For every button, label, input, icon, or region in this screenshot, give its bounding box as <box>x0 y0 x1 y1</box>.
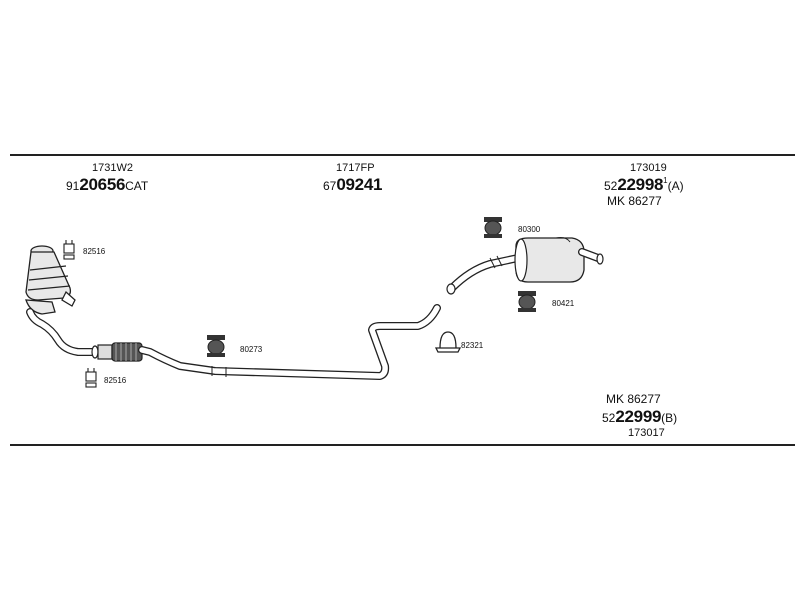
number-right-top-sup: 1 <box>663 176 668 185</box>
part-label-clamp-top: 82516 <box>83 247 106 256</box>
code-middle: 1717FP <box>336 162 375 174</box>
part-label-hanger-bottom-right: 80421 <box>552 299 575 308</box>
rear-muffler <box>446 237 604 295</box>
code-left: 1731W2 <box>92 162 133 174</box>
bottom-rule <box>10 444 795 446</box>
clamp-icon-top <box>63 240 75 260</box>
part-label-clamp-bottom: 82516 <box>104 376 127 385</box>
number-left: 9120656CAT <box>66 176 148 193</box>
number-middle-prefix: 67 <box>323 179 337 193</box>
number-right-top: 52229981(A) <box>604 176 684 193</box>
catalytic-converter <box>25 245 76 315</box>
hanger-icon-top-right <box>484 217 502 238</box>
mk-right-bottom: MK 86277 <box>606 392 661 406</box>
number-left-prefix: 91 <box>66 179 80 193</box>
clamp-icon-bottom <box>85 368 97 388</box>
number-right-bottom-main: 22999 <box>615 407 662 426</box>
middle-pipe <box>91 304 441 380</box>
part-label-hanger-mid: 80273 <box>240 345 263 354</box>
hanger-icon-bottom-right <box>518 291 536 312</box>
code-right-top: 173019 <box>630 162 667 174</box>
number-right-bottom-suffix: (B) <box>661 411 678 425</box>
number-middle-main: 09241 <box>336 175 383 194</box>
number-middle: 6709241 <box>323 176 382 193</box>
number-right-bottom: 5222999(B) <box>602 408 677 425</box>
number-right-top-prefix: 52 <box>604 179 618 193</box>
part-label-clamp-mid: 82321 <box>461 341 484 350</box>
code-right-bottom: 173017 <box>628 427 665 439</box>
hanger-icon-mid <box>207 335 225 357</box>
clamp-icon-mid <box>434 331 462 353</box>
part-label-hanger-top-right: 80300 <box>518 225 541 234</box>
number-left-main: 20656 <box>79 175 126 194</box>
top-rule <box>10 154 795 156</box>
number-right-top-suffix: (A) <box>667 179 684 193</box>
number-left-suffix: CAT <box>125 179 149 193</box>
mk-right-top: MK 86277 <box>607 194 662 208</box>
number-right-bottom-prefix: 52 <box>602 411 616 425</box>
number-right-top-main: 22998 <box>617 175 664 194</box>
